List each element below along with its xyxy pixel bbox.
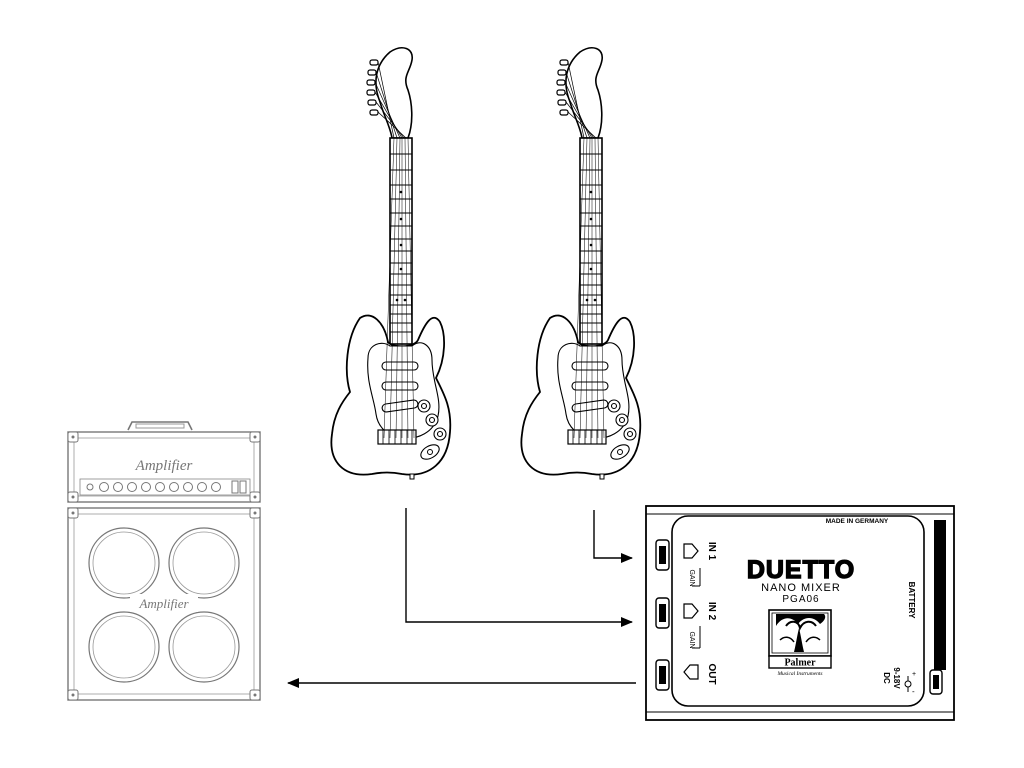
- jack-socket-icon: [655, 539, 670, 571]
- mixer-subtitle: NANO MIXER: [761, 582, 841, 594]
- svg-text:-: -: [912, 687, 915, 696]
- brand-name: Palmer: [784, 658, 816, 669]
- jack-socket-icon: [655, 659, 670, 691]
- out-label: OUT: [706, 663, 717, 684]
- guitar-amplifier-icon: Amplifier Amplifier: [67, 421, 261, 701]
- power-polarity-icon: + -: [904, 671, 916, 696]
- brand-tagline: Musical Instruments: [776, 671, 822, 677]
- speaker-icon: [88, 527, 160, 599]
- palmer-logo: Palmer Musical Instruments: [768, 609, 832, 677]
- mixer-model: PGA06: [782, 594, 819, 605]
- arrow-icon: [593, 510, 633, 563]
- in1-arrow-icon: [683, 543, 699, 559]
- electric-guitar-icon: [330, 46, 452, 480]
- jack-socket-icon: [655, 597, 670, 629]
- amplifier-cabinet-logo: Amplifier: [138, 596, 189, 611]
- arrow-icon: [405, 508, 633, 627]
- cable-guitar-2-to-in1: [593, 510, 633, 563]
- out-arrow-icon: [683, 664, 699, 680]
- mixer-title: DUETTO: [747, 556, 855, 584]
- amplifier-knobs: [86, 480, 247, 494]
- guitar-1: [330, 46, 452, 480]
- speaker-icon: [88, 611, 160, 683]
- gain1-label: GAIN: [688, 569, 695, 586]
- speaker-icon: [168, 527, 240, 599]
- amplifier-head-logo: Amplifier: [135, 458, 193, 474]
- in2-arrow-icon: [683, 603, 699, 619]
- speaker-icon: [168, 611, 240, 683]
- cable-guitar-1-to-in2: [405, 508, 633, 627]
- electric-guitar-icon: [520, 46, 642, 480]
- power-voltage-label: 9-18V: [892, 667, 901, 689]
- made-in-label: MADE IN GERMANY: [826, 518, 889, 525]
- power-dc-label: DC: [882, 672, 891, 684]
- amplifier-stack: Amplifier Amplifier: [67, 421, 261, 701]
- in1-label: IN 1: [706, 542, 717, 561]
- duetto-mixer: IN 1 GAIN IN 2 GAIN OUT MADE IN GERMANY …: [645, 505, 955, 721]
- in2-label: IN 2: [706, 602, 717, 621]
- battery-label: BATTERY: [907, 582, 916, 620]
- svg-text:+: +: [912, 671, 916, 678]
- gain2-label: GAIN: [688, 631, 695, 648]
- battery-compartment: [934, 520, 946, 670]
- guitar-2: [520, 46, 642, 480]
